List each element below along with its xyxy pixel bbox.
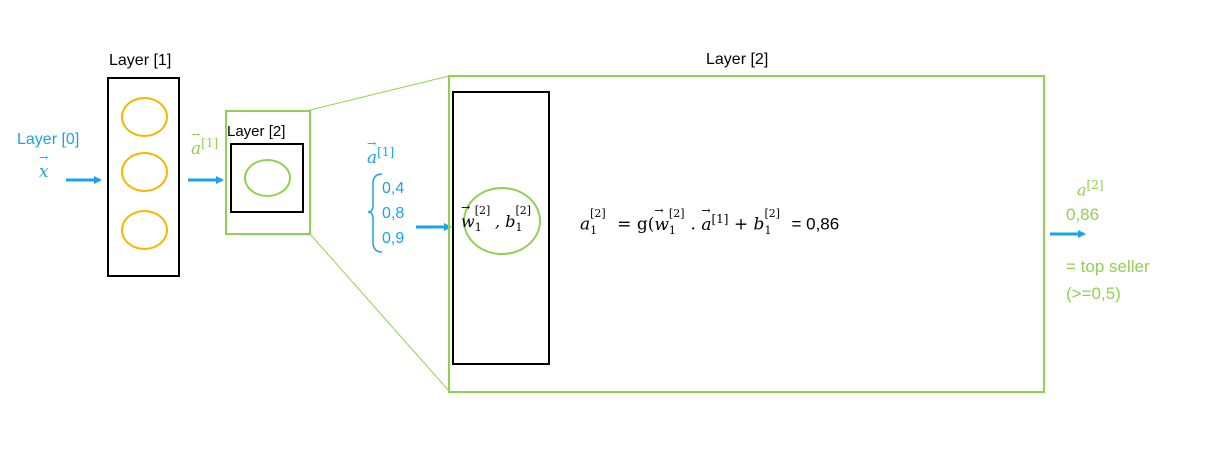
output-verdict: = top seller: [1066, 257, 1150, 276]
layer1-neuron-2: [121, 152, 168, 192]
output-value: 0,86: [1066, 205, 1100, 224]
input-value-2: 0,8: [382, 205, 405, 222]
layer2-small-box: [230, 143, 304, 213]
layer1-output-label: a[1]: [191, 128, 218, 159]
output-label: a[2]: [1077, 178, 1104, 200]
output-threshold: (>=0,5): [1066, 284, 1121, 303]
activation-equation: a[2]1 = g(w[2]1 . a[1] + b[2]1 = 0,86: [580, 204, 839, 237]
input-value-1: 0,4: [382, 180, 405, 197]
layer1-neuron-3: [121, 210, 168, 250]
layer1-neuron-1: [121, 97, 168, 137]
zoom-input-values: 0,4 0,8 0,9: [382, 176, 404, 251]
neuron-parameters: w[2]1 , b[2]1: [461, 201, 536, 234]
zoom-line-top: [309, 75, 450, 111]
layer1-box: [107, 77, 180, 277]
layer2-small-label: Layer [2]: [227, 123, 286, 140]
layer2-small-green-box: [225, 110, 311, 235]
input-x-label: x: [39, 151, 49, 182]
zoom-input-label: a[1]: [367, 137, 394, 168]
layer2-zoom-box: [448, 75, 1045, 393]
layer0-label: Layer [0]: [17, 131, 80, 148]
layer2-zoom-label: Layer [2]: [706, 51, 769, 68]
input-value-3: 0,9: [382, 230, 405, 247]
layer1-label: Layer [1]: [109, 52, 172, 69]
zoom-line-bottom: [309, 233, 450, 392]
layer2-small-neuron: [244, 159, 291, 197]
